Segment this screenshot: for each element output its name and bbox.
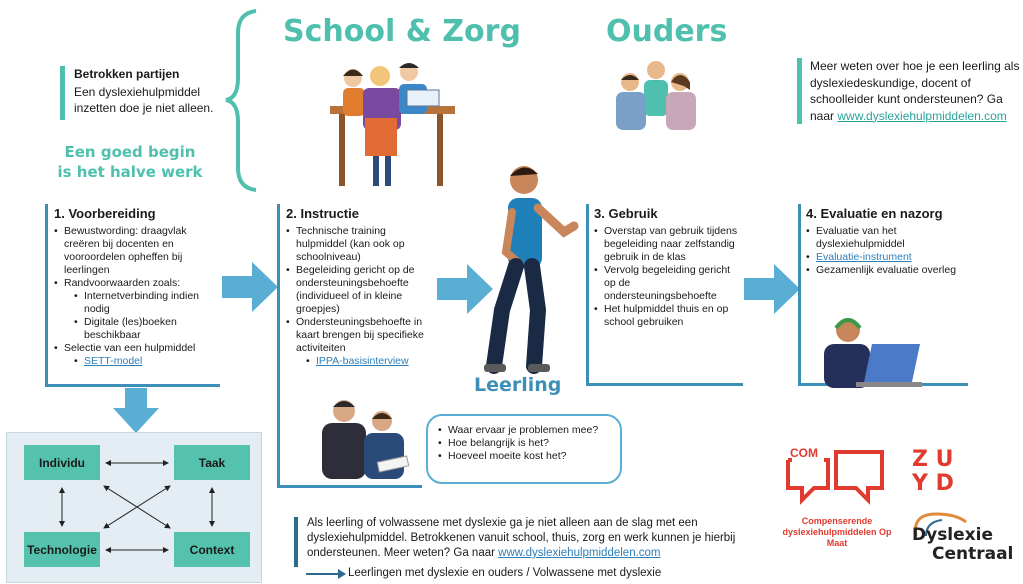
question-2: Hoe belangrijk is het? [438,437,610,450]
arrow-step2-to-leerling [437,264,493,314]
zuyd-logo: Z U Y D [912,448,954,496]
step2-link-item: IPPA-basisinterview [306,355,426,368]
step1-content: 1. Voorbereiding Bewustwording: draagvla… [54,206,214,368]
step2-frame [277,204,422,488]
betrokken-body: Een dyslexiehulpmiddel inzetten doe je n… [74,85,214,115]
laptop-person-illustration [824,318,922,388]
info-top-text: Meer weten over hoe je een leerling als … [810,59,1020,123]
step4-link-item: Evaluatie-instrument [806,251,971,264]
step2-item-1: Technische training hulpmiddel (kan ook … [286,225,426,264]
arrow-step3-to-step4 [744,264,800,314]
school-zorg-header: School & Zorg [283,14,521,49]
sett-model-link[interactable]: SETT-model [84,355,143,367]
step3-title: 3. Gebruik [594,206,658,221]
info-accent-bar [797,58,802,124]
step3-content: 3. Gebruik Overstap van gebruik tijdens … [594,206,739,329]
step1-list: Bewustwording: draagvlak creëren bij doc… [54,225,214,368]
step1-title: 1. Voorbereiding [54,206,156,221]
zuyd-line1: Z U [912,447,954,472]
step2-item-2: Begeleiding gericht op de ondersteunings… [286,264,426,316]
step3-frame [586,204,743,386]
bottom-accent-bar [294,517,298,567]
step4-content: 4. Evaluatie en nazorg Evaluatie van het… [806,206,971,277]
school-meeting-illustration [330,63,455,186]
sett-taak-box: Taak [174,445,250,480]
step1-frame [45,204,220,387]
dc-line1: Dyslexie [912,525,993,545]
ouders-header: Ouders [606,14,728,49]
step4-item-1: Evaluatie van het dyslexiehulpmiddel [806,225,971,251]
com-logo-text: COM [790,446,818,460]
step4-item-3: Gezamenlijk evaluatie overleg [806,264,971,277]
step2-item-3: Ondersteuningsbehoefte in kaart brengen … [286,316,426,368]
slogan-line1: Een goed begin [64,143,196,161]
step4-list: Evaluatie van het dyslexiehulpmiddel Eva… [806,225,971,277]
arrow-step1-to-step2 [222,262,278,312]
questions-bubble: Waar ervaar je problemen mee? Hoe belang… [426,414,622,484]
com-logo-caption: Compenserende dyslexiehulpmiddelen Op Ma… [782,516,892,548]
question-1: Waar ervaar je problemen mee? [438,424,610,437]
evaluatie-instrument-link[interactable]: Evaluatie-instrument [816,251,912,263]
arrow-down-to-sett [113,388,159,433]
bottom-arrow-text: Leerlingen met dyslexie en ouders / Volw… [348,567,662,579]
slogan: Een goed begin is het halve werk [50,142,210,182]
interview-illustration [322,400,410,479]
sett-individu-box: Individu [24,445,100,480]
step1-item-2: Randvoorwaarden zoals: Internetverbindin… [54,277,214,342]
dyslexie-centraal-logo: Dyslexie Centraal [912,526,1013,564]
step2-content: 2. Instructie Technische training hulpmi… [286,206,426,368]
sett-connectors [59,460,215,553]
info-top: Meer weten over hoe je een leerling als … [810,58,1022,124]
com-logo-icon [786,450,884,505]
bottom-body: Als leerling of volwassene met dyslexie … [307,517,736,559]
betrokken-title: Betrokken partijen [74,67,180,81]
question-3: Hoeveel moeite kost het? [438,450,610,463]
bottom-text: Als leerling of volwassene met dyslexie … [307,516,747,561]
slogan-line2: is het halve werk [57,163,203,181]
student-illustration [484,166,579,374]
betrokken-block: Betrokken partijen Een dyslexiehulpmidde… [74,67,234,116]
step2-title: 2. Instructie [286,206,359,221]
step3-item-1: Overstap van gebruik tijdens begeleiding… [594,225,739,264]
questions-list: Waar ervaar je problemen mee? Hoe belang… [438,424,610,463]
dyslexie-centraal-swoosh [913,512,967,537]
step1-link-item: SETT-model [74,355,214,368]
dc-line2: Centraal [932,544,1014,564]
sett-context-box: Context [174,532,250,567]
curly-brace [225,9,257,192]
parents-illustration [616,61,696,130]
step1-item-1: Bewustwording: draagvlak creëren bij doc… [54,225,214,277]
step2-list: Technische training hulpmiddel (kan ook … [286,225,426,368]
step1-subitem-1: Internetverbinding indien nodig [74,290,214,316]
zuyd-line2: Y D [912,471,954,496]
bottom-link[interactable]: www.dyslexiehulpmiddelen.com [498,547,661,559]
step3-item-2: Vervolg begeleiding gericht op de onders… [594,264,739,303]
betrokken-accent-bar [60,66,65,120]
step3-item-3: Het hulpmiddel thuis en op school gebrui… [594,303,739,329]
step1-subitem-2: Digitale (les)boeken beschikbaar [74,316,214,342]
info-top-link[interactable]: www.dyslexiehulpmiddelen.com [837,108,1007,123]
step4-title: 4. Evaluatie en nazorg [806,206,943,221]
bottom-arrow-icon [306,569,346,579]
leerling-label: Leerling [474,374,562,396]
step3-list: Overstap van gebruik tijdens begeleiding… [594,225,739,329]
ippa-link[interactable]: IPPA-basisinterview [316,355,409,367]
step1-item-3: Selectie van een hulpmiddel SETT-model [54,342,214,368]
sett-technologie-box: Technologie [24,532,100,567]
